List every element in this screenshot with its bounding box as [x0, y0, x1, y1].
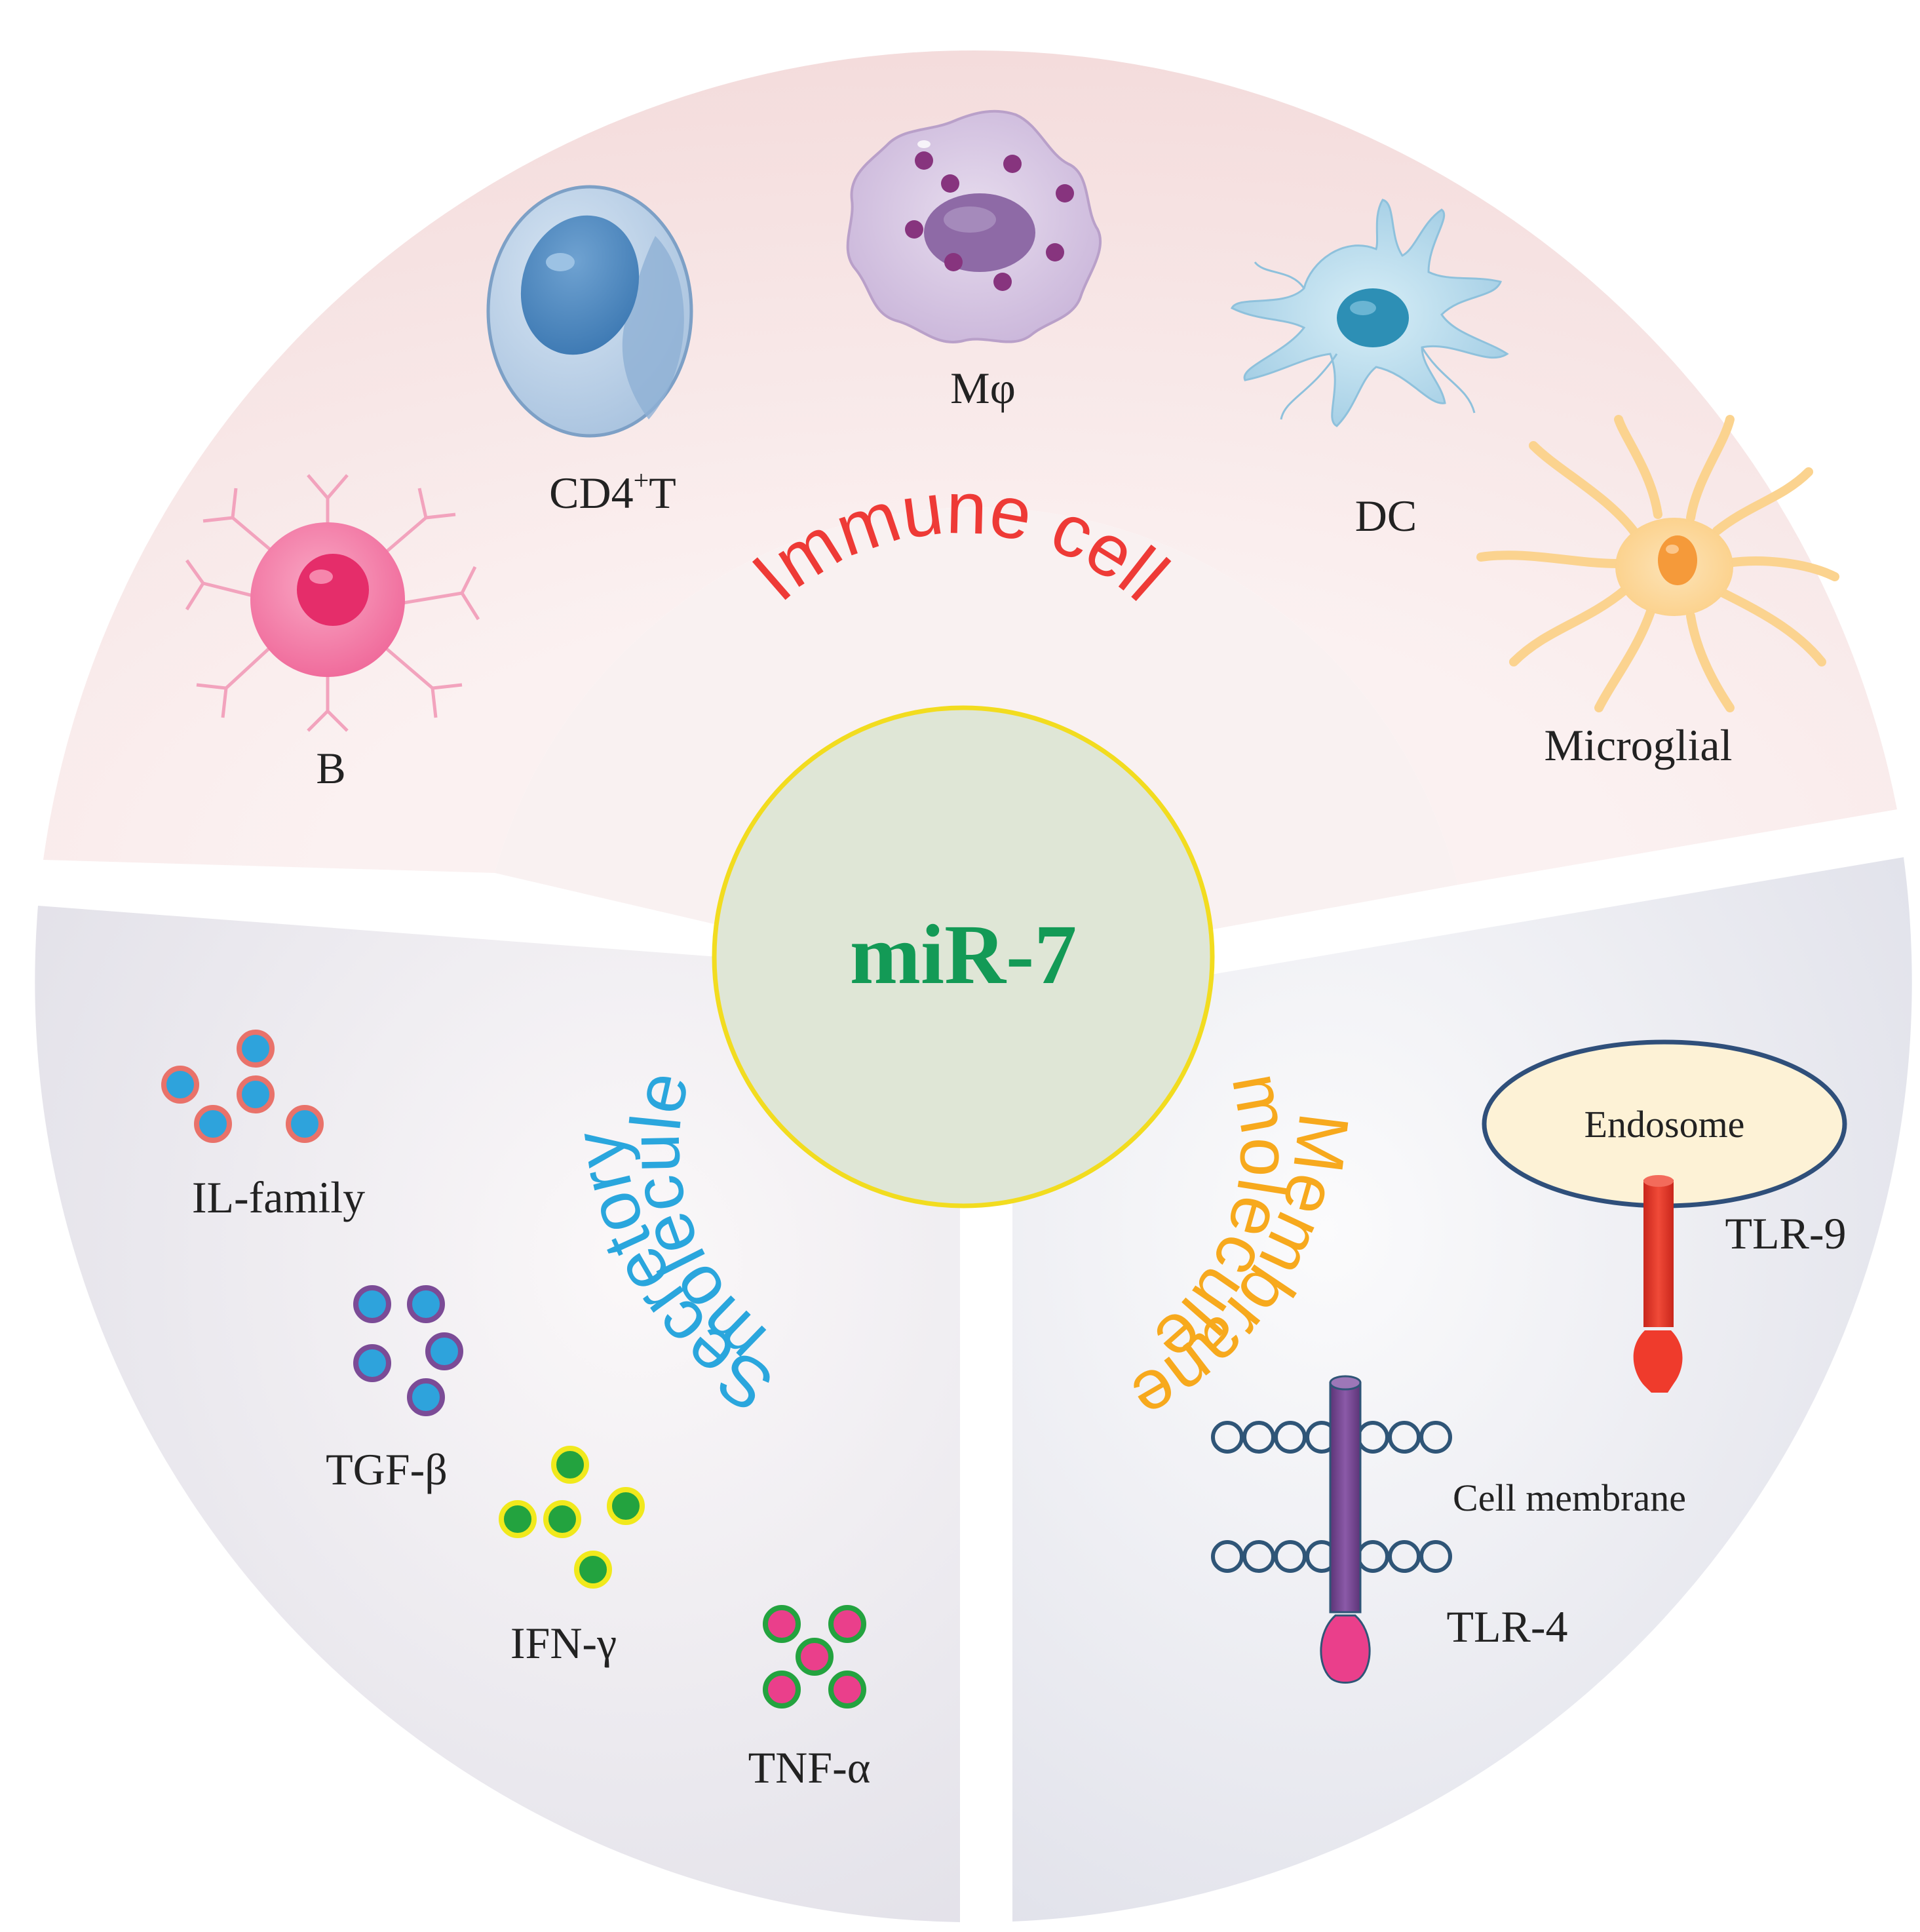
center-node: miR-7: [712, 705, 1215, 1208]
tgf-beta-icon: [353, 1285, 463, 1416]
cell-membrane-icon: [1211, 1421, 1452, 1573]
cd4-label-end: T: [649, 468, 676, 518]
tgf-beta-label: TGF-β: [326, 1444, 448, 1494]
secretory-sector: [35, 906, 961, 1922]
secretory-sector-bg: [35, 906, 961, 1922]
microglia-icon: [1476, 415, 1839, 712]
macrophage-icon: [846, 109, 1102, 343]
tnf-alpha-icon: [763, 1605, 866, 1709]
ifn-gamma-icon: [499, 1446, 645, 1589]
macrophage-label: Mφ: [950, 363, 1016, 413]
b-cell-icon: [185, 474, 480, 732]
tnf-alpha-label: TNF-α: [748, 1743, 871, 1792]
cd4-t-cell-label: CD4+T: [549, 466, 676, 518]
center-circle: [712, 705, 1215, 1208]
tlr9-label: TLR-9: [1725, 1208, 1846, 1258]
tlr9-receptor-icon: [1633, 1175, 1683, 1393]
b-cell-label: B: [316, 743, 345, 793]
microglia-label: Microglial: [1544, 720, 1732, 770]
dendritic-cell-icon: [1230, 199, 1509, 427]
dendritic-cell-label: DC: [1355, 491, 1417, 541]
cd4-t-cell-icon: [486, 185, 693, 438]
cd4-label-sup: +: [634, 466, 649, 496]
tlr4-receptor-icon: [1320, 1375, 1371, 1684]
il-family-label: IL-family: [192, 1172, 365, 1222]
cell-membrane-label: Cell membrane: [1453, 1477, 1686, 1519]
il-family-icon: [161, 1030, 324, 1143]
endosome-label: Endosome: [1584, 1103, 1745, 1146]
ifn-gamma-label: IFN-γ: [510, 1618, 617, 1668]
cd4-label-main: CD4: [549, 468, 633, 518]
center-label: miR-7: [850, 908, 1077, 1002]
tlr4-label: TLR-4: [1446, 1602, 1567, 1652]
